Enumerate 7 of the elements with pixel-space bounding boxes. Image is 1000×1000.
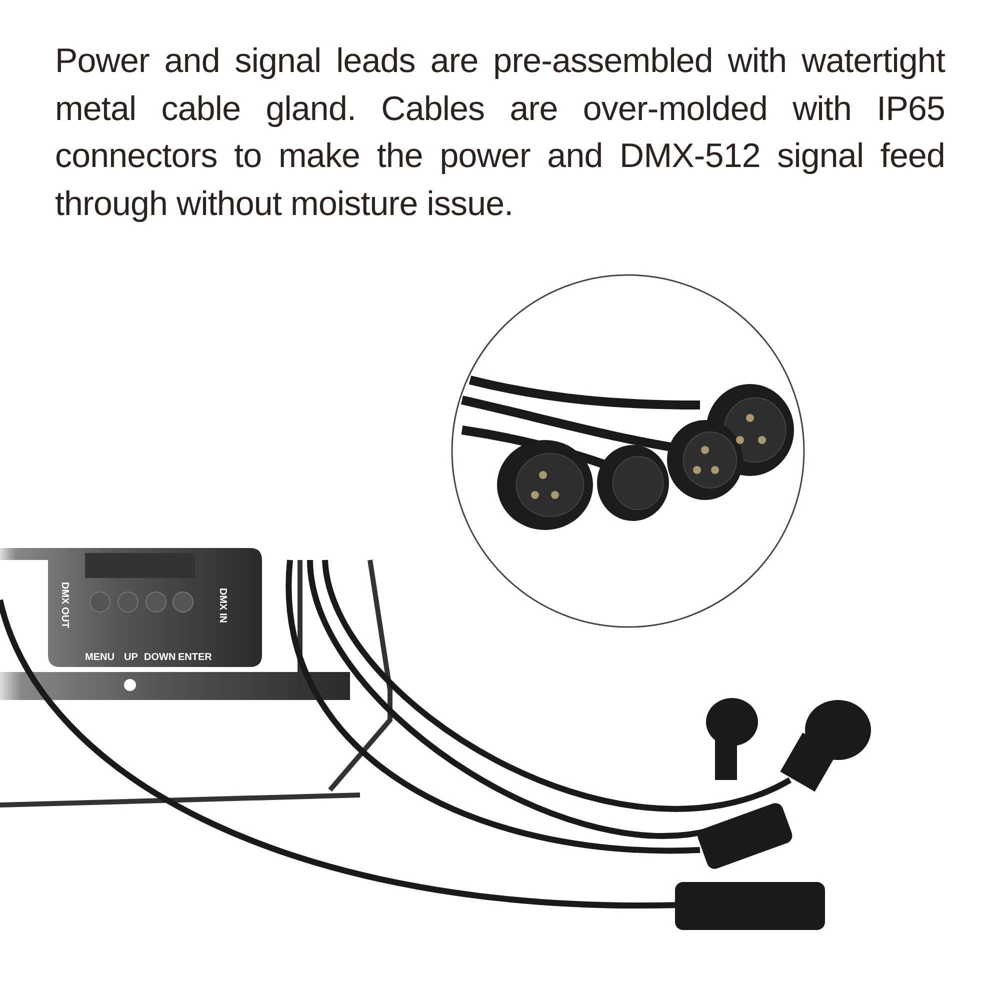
panel-label: UP xyxy=(124,652,138,664)
panel-label: DMX IN xyxy=(216,588,228,623)
panel-label: DOWN xyxy=(144,652,176,664)
panel-label: MENU xyxy=(85,652,114,664)
description-text: Power and signal leads are pre-assembled with watertight metal cable gland. Cables are over-molded with IP65 connectors to make the power and DMX-512 signal feed through without moisture issue. xyxy=(55,41,945,224)
panel-label: ENTER xyxy=(178,652,212,664)
panel-label: DMX OUT xyxy=(58,582,70,628)
